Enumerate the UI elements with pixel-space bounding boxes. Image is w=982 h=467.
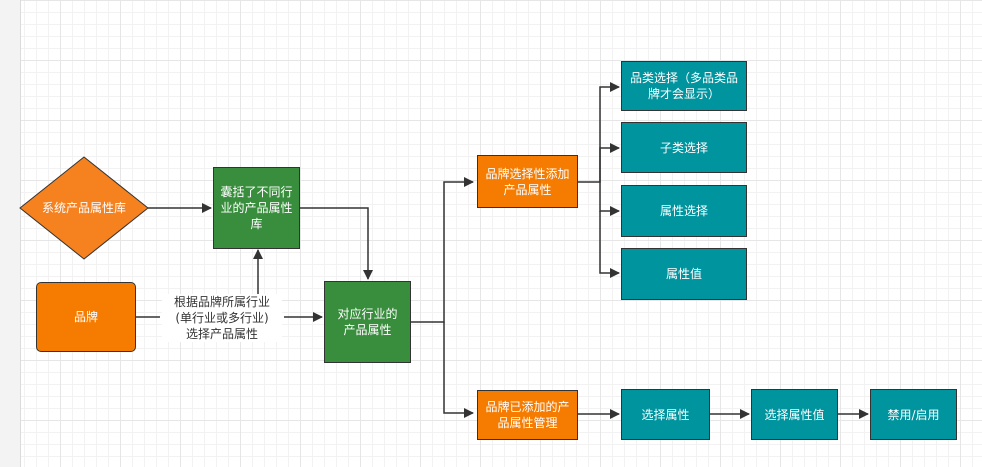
- disable-enable-node: 禁用/启用: [870, 389, 957, 440]
- select-attr-value-label: 选择属性值: [764, 407, 825, 422]
- canvas-left-strip: [0, 0, 21, 467]
- edge-brand-add-to-attr-value: [599, 211, 620, 278]
- brand-edge-label-line-1: 根据品牌所属行业: [173, 295, 270, 309]
- attr-value-node: 属性值: [621, 248, 747, 300]
- brand-added-mgmt-node: 品牌已添加的产品属性管理: [477, 390, 578, 440]
- brand-added-mgmt-label: 品牌已添加的产品属性管理: [485, 400, 570, 430]
- system-attr-lib-label: 系统产品属性库: [41, 200, 126, 215]
- edge-brand-add-to-attr-select: [599, 182, 620, 216]
- disable-enable-label: 禁用/启用: [887, 407, 940, 422]
- brand-edge-label-line-2: (单行业或多行业): [175, 311, 269, 325]
- brand-edge-label-line-3: 选择产品属性: [185, 327, 258, 341]
- edge-industry-lib-to-industry-attrs: [300, 207, 373, 280]
- edge-brand-add-to-category: [578, 82, 620, 183]
- industry-attrs-label: 对应行业的产品属性: [337, 307, 398, 337]
- edge-industry-attrs-to-brand-added: [443, 322, 474, 418]
- subcategory-select-node: 子类选择: [621, 122, 747, 173]
- edge-brand-add-to-subcategory: [599, 143, 620, 182]
- select-attr-label: 选择属性: [641, 407, 690, 422]
- brand-add-attrs-node: 品牌选择性添加产品属性: [477, 155, 578, 208]
- industry-attr-lib-label: 囊括了不同行业的产品属性库: [220, 185, 293, 231]
- attr-select-label: 属性选择: [659, 204, 708, 218]
- industry-attr-lib-node: 囊括了不同行业的产品属性库: [213, 167, 300, 249]
- brand-edge-label: 根据品牌所属行业 (单行业或多行业) 选择产品属性: [162, 294, 282, 342]
- brand-label: 品牌: [73, 310, 98, 324]
- brand-add-attrs-label: 品牌选择性添加产品属性: [485, 166, 570, 197]
- select-attr-node: 选择属性: [621, 389, 710, 440]
- attr-select-node: 属性选择: [621, 185, 747, 237]
- industry-attrs-node: 对应行业的产品属性: [324, 281, 411, 363]
- attr-value-label: 属性值: [665, 267, 702, 281]
- category-select-label: 品类选择（多品类品牌才会显示）: [630, 71, 739, 101]
- edge-industry-attrs-to-brand-add: [411, 177, 474, 323]
- select-attr-value-node: 选择属性值: [751, 389, 838, 440]
- brand-node: 品牌: [36, 282, 136, 352]
- subcategory-select-label: 子类选择: [659, 140, 708, 155]
- system-attr-lib-diamond: [19, 156, 149, 260]
- category-select-node: 品类选择（多品类品牌才会显示）: [621, 61, 747, 111]
